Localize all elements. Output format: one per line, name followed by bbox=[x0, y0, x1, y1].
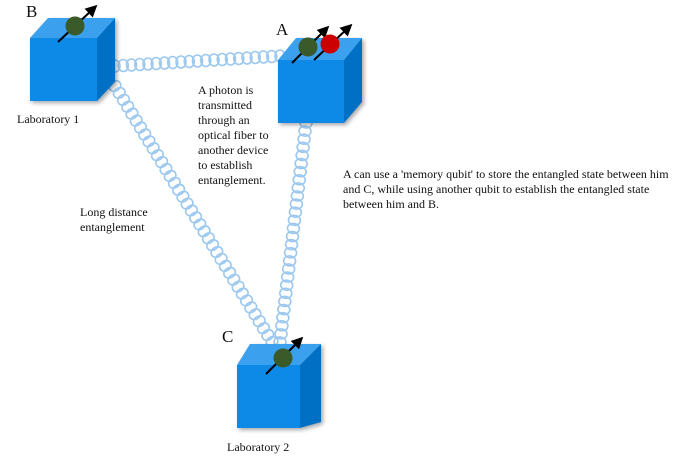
fiber-coil bbox=[129, 114, 143, 127]
fiber-coil bbox=[278, 287, 293, 300]
fiber-coil bbox=[116, 93, 131, 106]
fiber-coil bbox=[287, 214, 302, 227]
fiber-coil bbox=[138, 128, 152, 141]
memory-qubit-annotation: A can use a 'memory qubit' to store the … bbox=[343, 167, 669, 211]
fiber-coil bbox=[296, 141, 310, 154]
fiber-coil bbox=[281, 263, 296, 275]
fiber-coil bbox=[256, 322, 271, 335]
fiber-coil bbox=[297, 133, 311, 146]
fiber-coil bbox=[223, 266, 237, 279]
fiber-coil bbox=[290, 190, 305, 202]
fiber-coil bbox=[150, 149, 164, 162]
fiber-coil bbox=[201, 232, 215, 245]
fiber-coil bbox=[208, 53, 220, 67]
fiber-coil bbox=[189, 211, 203, 224]
fiber-coil bbox=[112, 86, 126, 100]
fiber-coil bbox=[289, 198, 304, 210]
fiber-coil bbox=[284, 238, 299, 251]
optical-fibers bbox=[108, 49, 313, 349]
qubit-b bbox=[57, 4, 98, 43]
qubit-a-red-memory bbox=[313, 23, 353, 61]
fiber-coil bbox=[252, 315, 266, 328]
fiber-coil bbox=[280, 271, 295, 283]
fiber-coil bbox=[274, 328, 288, 340]
long-distance-annotation: Long distance entanglement bbox=[80, 205, 148, 234]
fiber-coil bbox=[278, 295, 292, 308]
fiber-coil bbox=[175, 55, 187, 69]
fiber-coil bbox=[261, 328, 275, 342]
fiber-coil bbox=[282, 255, 297, 267]
photon-annotation: A photon is transmitted through an optic… bbox=[198, 83, 269, 187]
fiber-coil bbox=[155, 156, 169, 169]
fiber-coil bbox=[206, 239, 220, 252]
fiber-coil bbox=[166, 55, 179, 70]
fiber-coil bbox=[244, 301, 258, 314]
fiber-coil bbox=[288, 206, 303, 219]
fiber-coil bbox=[184, 204, 198, 217]
fiber-b-a bbox=[109, 49, 286, 73]
fiber-coil bbox=[142, 57, 154, 71]
fiber-coil bbox=[241, 51, 253, 65]
fiber-coil bbox=[197, 225, 211, 238]
fiber-coil bbox=[167, 176, 181, 189]
qubit-a-green bbox=[291, 25, 330, 64]
fiber-coil bbox=[249, 50, 262, 65]
fiber-coil bbox=[239, 294, 254, 307]
fiber-coil bbox=[276, 311, 290, 324]
fiber-coil bbox=[199, 53, 212, 68]
fiber-coil bbox=[172, 183, 186, 196]
fiber-coil bbox=[191, 54, 204, 68]
fiber-coil bbox=[285, 230, 300, 243]
fiber-coil bbox=[291, 182, 306, 194]
fiber-coil bbox=[133, 121, 148, 134]
fiber-coil bbox=[117, 58, 130, 73]
fiber-coil bbox=[294, 157, 308, 170]
fiber-coil bbox=[265, 49, 278, 64]
fiber-coil bbox=[142, 135, 156, 148]
fiber-coil bbox=[216, 52, 229, 67]
fiber-coil bbox=[150, 56, 163, 71]
cube-a bbox=[278, 38, 362, 123]
fiber-coil bbox=[275, 319, 289, 332]
fiber-coil bbox=[176, 190, 190, 203]
fiber-coil bbox=[292, 173, 307, 186]
fiber-coil bbox=[286, 222, 301, 235]
fiber-a-c bbox=[273, 117, 313, 348]
fiber-b-c bbox=[108, 79, 279, 349]
fiber-coil bbox=[125, 58, 138, 72]
fiber-coil bbox=[279, 279, 294, 292]
fiber-coil bbox=[248, 308, 262, 321]
fiber-coil bbox=[163, 169, 177, 183]
fiber-coil bbox=[193, 218, 207, 231]
node-label-a: A bbox=[276, 20, 289, 39]
fiber-coil bbox=[133, 57, 146, 72]
laboratory-1-label: Laboratory 1 bbox=[17, 112, 80, 126]
fiber-coil bbox=[257, 50, 270, 64]
fiber-coil bbox=[210, 245, 224, 259]
fiber-coil bbox=[232, 51, 245, 66]
fiber-coil bbox=[283, 246, 298, 259]
fiber-coil bbox=[180, 197, 194, 210]
fiber-coil bbox=[224, 52, 237, 66]
fiber-coil bbox=[277, 303, 291, 316]
fiber-coil bbox=[298, 125, 312, 137]
fiber-coil bbox=[295, 149, 309, 162]
fiber-coil bbox=[227, 273, 241, 286]
laboratory-2-label: Laboratory 2 bbox=[227, 440, 290, 454]
fiber-coil bbox=[183, 54, 196, 69]
fiber-coil bbox=[214, 252, 228, 266]
fiber-coil bbox=[159, 162, 173, 176]
fiber-coil bbox=[125, 107, 139, 120]
fiber-coil bbox=[293, 165, 308, 178]
fiber-coil bbox=[235, 287, 249, 300]
node-label-b: B bbox=[26, 2, 38, 21]
qubit-c bbox=[265, 336, 304, 375]
fiber-coil bbox=[231, 280, 245, 293]
fiber-coil bbox=[158, 56, 171, 70]
fiber-coil bbox=[218, 259, 232, 272]
fiber-coil bbox=[146, 142, 160, 155]
fiber-coil bbox=[121, 100, 135, 113]
node-label-c: C bbox=[222, 327, 234, 346]
